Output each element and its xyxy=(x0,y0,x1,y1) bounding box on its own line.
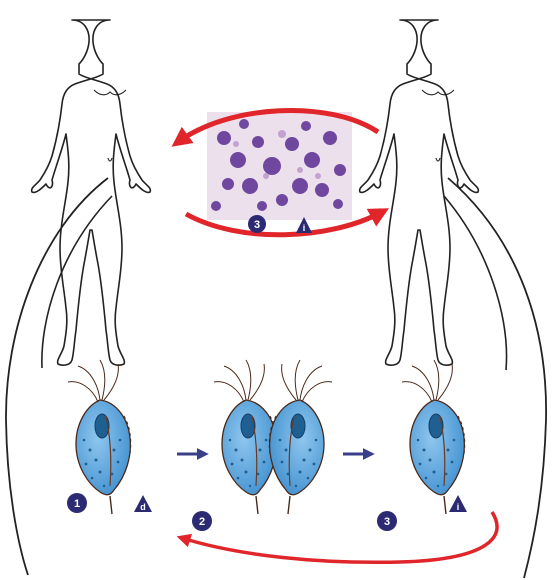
smear-infective-marker: i xyxy=(296,217,312,233)
trophozoite-stage-3-icon xyxy=(401,359,466,515)
infective-marker: i xyxy=(449,495,467,512)
trophozoite-stage-1-icon xyxy=(67,359,132,515)
arrow-stage-3-to-1 xyxy=(176,511,499,565)
arrow-smear-to-right xyxy=(184,208,390,238)
stage-1-number: 1 xyxy=(74,498,80,510)
stage-3-marker: 3 xyxy=(377,511,397,531)
stage-2-marker: 2 xyxy=(192,511,212,531)
curve-right-inner xyxy=(443,195,508,371)
curve-left-outer xyxy=(5,177,109,576)
diagnostic-letter: d xyxy=(140,502,146,512)
smear-stage-number: 3 xyxy=(254,219,260,231)
human-figure-right-icon xyxy=(358,19,480,366)
diagnostic-marker: d xyxy=(134,495,152,512)
trophozoite-dividing-b-icon xyxy=(268,359,333,515)
arrow-smear-to-left xyxy=(171,108,380,147)
infective-letter: i xyxy=(457,502,460,512)
smear-stage-marker: 3 xyxy=(248,215,266,233)
curve-left-inner xyxy=(41,195,113,369)
stage-1-marker: 1 xyxy=(67,493,87,513)
stage-2-number: 2 xyxy=(199,516,205,528)
trophozoite-dividing-a-icon xyxy=(213,359,278,515)
stage-3-number: 3 xyxy=(384,516,390,528)
smear-infective-letter: i xyxy=(303,223,306,233)
blood-smear-image xyxy=(207,112,352,220)
curve-right-outer xyxy=(447,177,547,579)
